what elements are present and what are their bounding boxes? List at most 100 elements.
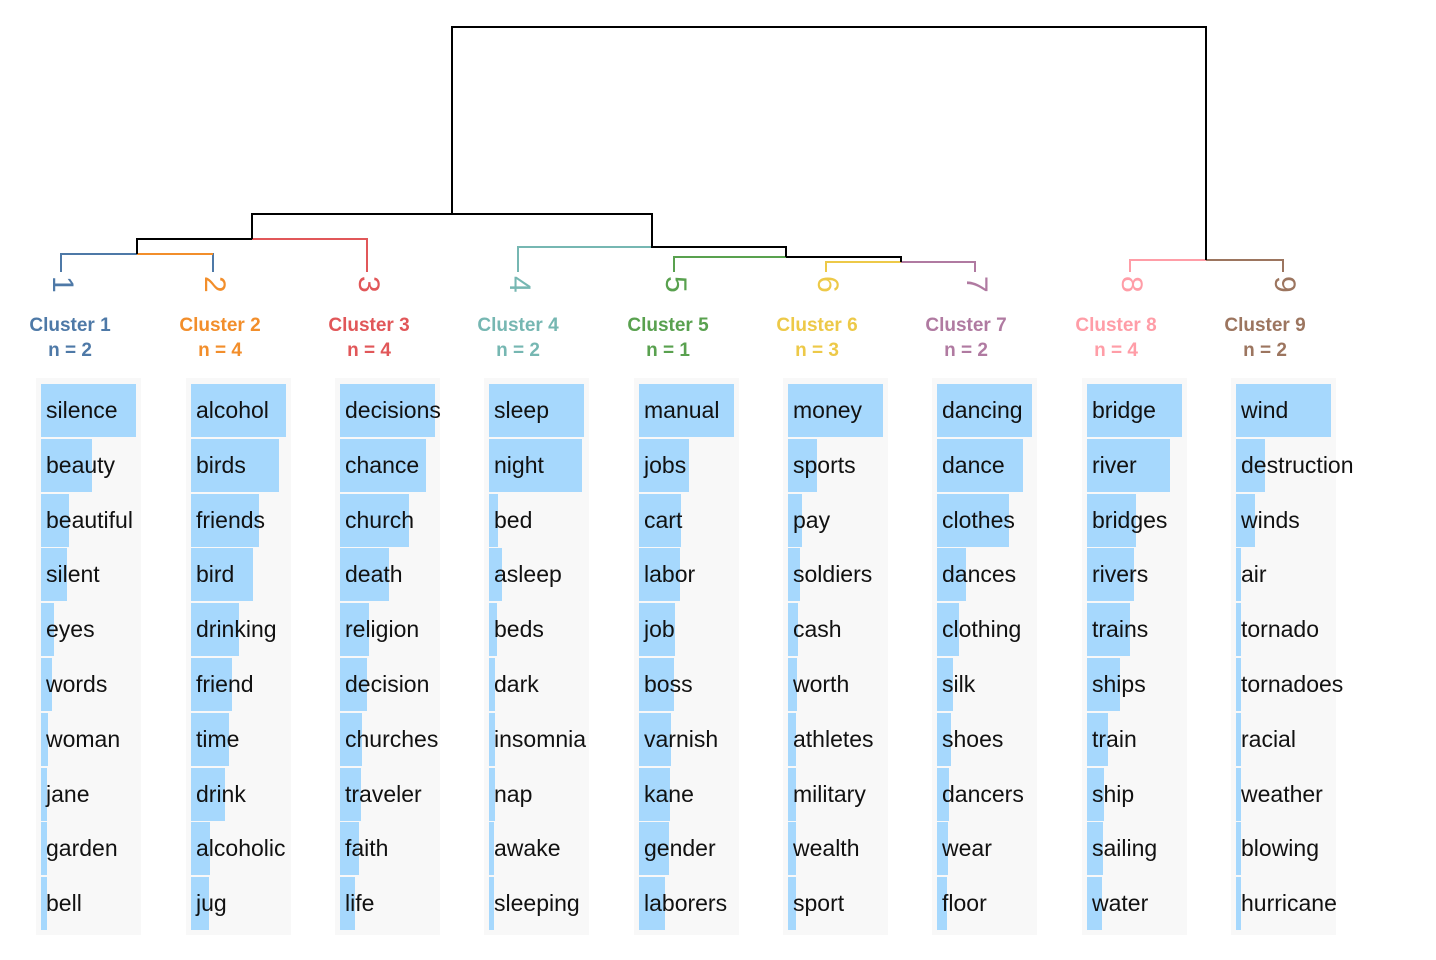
word-row: sports	[788, 438, 988, 492]
word-row: faith	[340, 822, 540, 876]
word-weight-bar	[340, 603, 369, 657]
word-row: dark	[489, 658, 689, 711]
word-weight-bar	[937, 493, 1009, 547]
word-label: time	[196, 725, 240, 752]
word-row: water	[1087, 877, 1287, 931]
link-root	[451, 26, 1207, 260]
word-row: destruction	[1236, 438, 1436, 492]
word-weight-bar	[639, 438, 689, 492]
word-label: clothes	[942, 506, 1015, 533]
word-row: clothing	[937, 603, 1137, 657]
word-label: drinking	[196, 616, 277, 643]
word-weight-bar	[191, 658, 232, 711]
word-label: church	[345, 506, 415, 533]
word-label: night	[494, 451, 544, 478]
word-row: weather	[1236, 767, 1436, 821]
word-label: jane	[46, 780, 90, 807]
word-weight-bar	[1236, 822, 1241, 876]
word-row: silence	[41, 384, 241, 437]
word-weight-bar	[41, 548, 67, 602]
word-weight-bar	[1087, 493, 1136, 547]
word-label: death	[345, 561, 403, 588]
word-row: ship	[1087, 767, 1287, 821]
branch-cluster-4	[517, 246, 652, 272]
word-weight-bar	[1087, 822, 1103, 876]
word-label: money	[793, 397, 863, 423]
leaf-label-3: 3	[352, 276, 385, 293]
word-row: sleeping	[489, 877, 689, 931]
word-label: varnish	[644, 725, 719, 752]
branch-cluster-5	[673, 256, 786, 272]
word-weight-bar	[788, 548, 800, 602]
word-weight-bar	[191, 822, 210, 876]
word-label: tornadoes	[1241, 671, 1344, 697]
word-label: trains	[1092, 616, 1149, 643]
word-row: beds	[489, 603, 689, 657]
word-label: sport	[793, 890, 845, 917]
word-row: bell	[41, 877, 241, 931]
leaf-label-4: 4	[503, 276, 536, 293]
word-row: air	[1236, 548, 1436, 602]
word-row: church	[340, 493, 540, 547]
word-weight-bar	[937, 384, 1032, 437]
word-row: athletes	[788, 712, 988, 766]
word-weight-bar	[1236, 767, 1241, 821]
word-weight-bar	[788, 603, 798, 657]
word-label: dancers	[942, 780, 1024, 807]
word-weight-bar	[340, 438, 426, 492]
word-weight-bar	[489, 603, 497, 657]
word-row: money	[788, 384, 988, 437]
word-weight-bar	[340, 822, 359, 876]
word-label: sleep	[494, 397, 549, 423]
word-row: bridge	[1087, 384, 1287, 437]
word-weight-bar	[340, 548, 389, 602]
branch-cluster-3	[252, 238, 368, 272]
word-weight-bar	[788, 658, 797, 711]
word-row: clothes	[937, 493, 1137, 547]
word-row: soldiers	[788, 548, 988, 602]
word-row: sailing	[1087, 822, 1287, 876]
word-row: churches	[340, 712, 540, 766]
word-label: laborers	[644, 890, 728, 917]
word-row: labor	[639, 548, 839, 602]
word-row: dancing	[937, 384, 1137, 437]
cluster-count: n = 1	[646, 340, 690, 361]
word-row: tornadoes	[1236, 658, 1436, 711]
word-label: beautiful	[46, 506, 133, 533]
word-weight-bar	[937, 548, 966, 602]
word-weight-bar	[937, 658, 953, 711]
word-weight-bar	[1236, 603, 1241, 657]
word-row: blowing	[1236, 822, 1436, 876]
word-label: dancing	[942, 397, 1023, 423]
word-label: weather	[1241, 780, 1323, 807]
word-label: birds	[196, 451, 246, 478]
word-row: words	[41, 658, 241, 711]
word-row: sport	[788, 877, 988, 931]
word-row: varnish	[639, 712, 839, 766]
word-label: worth	[793, 671, 850, 697]
word-label: labor	[644, 561, 696, 588]
word-weight-bar	[489, 438, 582, 492]
word-label: faith	[345, 835, 389, 862]
word-row: time	[191, 712, 391, 766]
word-label: cart	[644, 506, 683, 533]
cluster-title: Cluster 1	[29, 315, 111, 336]
word-label: dances	[942, 561, 1017, 588]
word-row: friends	[191, 493, 391, 547]
word-weight-bar	[639, 767, 670, 821]
word-label: nap	[494, 780, 533, 807]
word-row: alcoholic	[191, 822, 391, 876]
cluster-title: Cluster 7	[925, 315, 1007, 336]
word-weight-bar	[41, 877, 47, 931]
word-weight-bar	[1087, 548, 1134, 602]
word-weight-bar	[1236, 712, 1241, 766]
word-label: athletes	[793, 725, 874, 752]
word-row: wind	[1236, 384, 1436, 437]
word-label: tornado	[1241, 616, 1320, 643]
word-row: life	[340, 877, 540, 931]
word-weight-bar	[489, 767, 495, 821]
